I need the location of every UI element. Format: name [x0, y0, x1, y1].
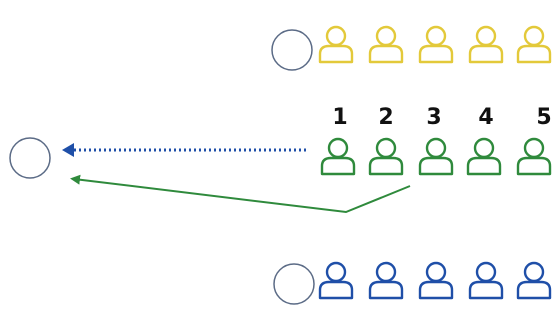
- yellow-row-circle: [271, 29, 313, 71]
- person-icon: [466, 137, 502, 176]
- person-icon: [320, 137, 356, 176]
- person-icon: [368, 25, 404, 64]
- person-icon: [468, 25, 504, 64]
- green-arrow: [70, 174, 411, 214]
- person-icon: [516, 25, 552, 64]
- person-icon: [468, 261, 504, 300]
- person-icon: [516, 137, 552, 176]
- dotted-arrow-head: [62, 143, 74, 157]
- person-icon: [368, 261, 404, 300]
- person-icon: [418, 137, 454, 176]
- number-label-2: 2: [378, 105, 393, 130]
- number-label-5: 5: [536, 105, 551, 130]
- person-icon: [418, 25, 454, 64]
- number-label-4: 4: [478, 105, 493, 130]
- people-icons: [318, 25, 552, 300]
- blue-row-circle: [273, 263, 315, 305]
- person-icon: [516, 261, 552, 300]
- person-icon: [368, 137, 404, 176]
- number-label-3: 3: [426, 105, 441, 130]
- number-label-1: 1: [332, 105, 347, 130]
- person-icon: [318, 25, 354, 64]
- target-circle: [9, 137, 51, 179]
- person-icon: [318, 261, 354, 300]
- person-icon: [418, 261, 454, 300]
